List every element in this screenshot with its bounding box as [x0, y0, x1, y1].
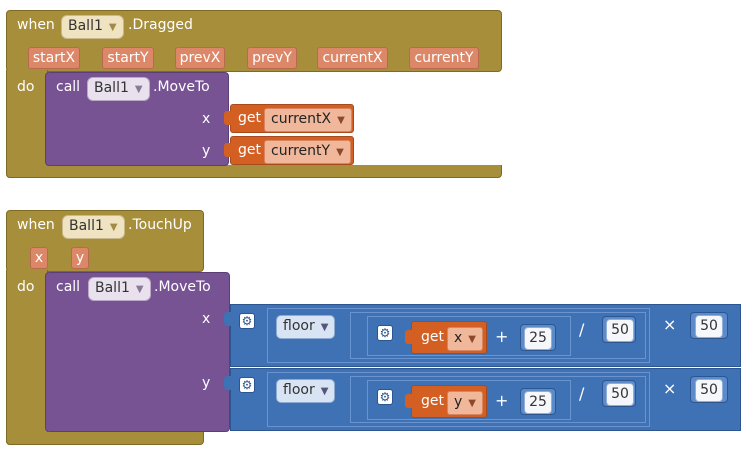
call-keyword: call [56, 79, 81, 95]
do-keyword: do [17, 79, 35, 95]
event-name: .TouchUp [128, 217, 192, 233]
param-starty[interactable]: startY [102, 47, 154, 69]
when-keyword: when [17, 217, 55, 233]
dropdown-arrow-icon: ▼ [320, 322, 329, 333]
dropdown-arrow-icon: ▼ [135, 284, 144, 295]
variable-name: currentX [271, 111, 332, 127]
arg-y-label: y [202, 375, 211, 391]
event-left-column [6, 70, 48, 178]
get-keyword: get [238, 142, 261, 158]
param-x[interactable]: x [30, 247, 48, 269]
gear-icon[interactable]: ⚙ [377, 389, 393, 405]
dropdown-arrow-icon: ▼ [337, 115, 345, 126]
call-keyword: call [56, 279, 81, 295]
event-footer [6, 432, 204, 445]
arg-x-label: x [202, 111, 211, 127]
dropdown-arrow-icon: ▼ [109, 222, 118, 233]
dropdown-arrow-icon: ▼ [320, 386, 329, 397]
plus-operator: + [495, 327, 509, 346]
get-keyword: get [238, 110, 261, 126]
connector-notch [405, 394, 413, 408]
connector-notch [224, 143, 232, 157]
param-y[interactable]: y [71, 247, 89, 269]
param-currentx[interactable]: currentX [317, 47, 388, 69]
times-operator: × [663, 379, 677, 398]
variable-dropdown[interactable]: currentX ▼ [264, 108, 352, 132]
dropdown-arrow-icon: ▼ [108, 22, 117, 33]
call-component-dropdown[interactable]: Ball1 ▼ [88, 277, 151, 301]
call-component-dropdown[interactable]: Ball1 ▼ [87, 77, 150, 101]
floor-dropdown[interactable]: floor ▼ [276, 315, 336, 339]
call-component-name: Ball1 [95, 280, 130, 296]
number-field[interactable]: 50 [606, 319, 634, 342]
method-name: .MoveTo [154, 279, 211, 295]
param-prevx[interactable]: prevX [175, 47, 225, 69]
floor-dropdown[interactable]: floor ▼ [276, 379, 336, 403]
floor-label: floor [283, 318, 315, 334]
event-footer [6, 165, 502, 178]
variable-name: y [454, 394, 463, 410]
dropdown-arrow-icon: ▼ [336, 147, 344, 158]
component-dropdown[interactable]: Ball1 ▼ [61, 15, 124, 39]
variable-name: currentY [271, 143, 331, 159]
number-field[interactable]: 50 [606, 383, 634, 406]
component-dropdown[interactable]: Ball1 ▼ [62, 215, 125, 239]
variable-dropdown[interactable]: currentY ▼ [264, 140, 351, 164]
variable-dropdown[interactable]: x▼ [447, 327, 483, 351]
variable-name: x [454, 330, 463, 346]
arg-x-label: x [202, 311, 211, 327]
dropdown-arrow-icon: ▼ [468, 398, 476, 409]
connector-notch [224, 312, 232, 326]
event-left-column [6, 270, 48, 445]
get-keyword: get [421, 329, 444, 345]
param-currenty[interactable]: currentY [409, 47, 479, 69]
plus-operator: + [495, 391, 509, 410]
connector-notch [224, 111, 232, 125]
gear-icon[interactable]: ⚙ [239, 377, 255, 393]
component-name: Ball1 [68, 18, 103, 34]
connector-notch [224, 376, 232, 390]
component-name: Ball1 [69, 218, 104, 234]
times-operator: × [663, 315, 677, 334]
number-field[interactable]: 50 [695, 315, 723, 338]
do-keyword: do [17, 279, 35, 295]
dropdown-arrow-icon: ▼ [134, 84, 143, 95]
arg-y-label: y [202, 143, 211, 159]
get-keyword: get [421, 393, 444, 409]
variable-dropdown[interactable]: y▼ [447, 391, 483, 415]
number-field[interactable]: 50 [695, 379, 723, 402]
floor-label: floor [283, 382, 315, 398]
method-name: .MoveTo [153, 79, 210, 95]
number-field[interactable]: 25 [524, 327, 552, 350]
number-field[interactable]: 25 [524, 391, 552, 414]
param-startx[interactable]: startX [28, 47, 80, 69]
dropdown-arrow-icon: ▼ [468, 334, 476, 345]
call-moveto-block[interactable] [45, 272, 230, 432]
connector-notch [405, 330, 413, 344]
gear-icon[interactable]: ⚙ [377, 325, 393, 341]
when-keyword: when [17, 17, 55, 33]
divide-operator: / [579, 384, 585, 403]
gear-icon[interactable]: ⚙ [239, 313, 255, 329]
param-prevy[interactable]: prevY [247, 47, 297, 69]
call-component-name: Ball1 [94, 80, 129, 96]
event-name: .Dragged [128, 17, 193, 33]
divide-operator: / [579, 320, 585, 339]
